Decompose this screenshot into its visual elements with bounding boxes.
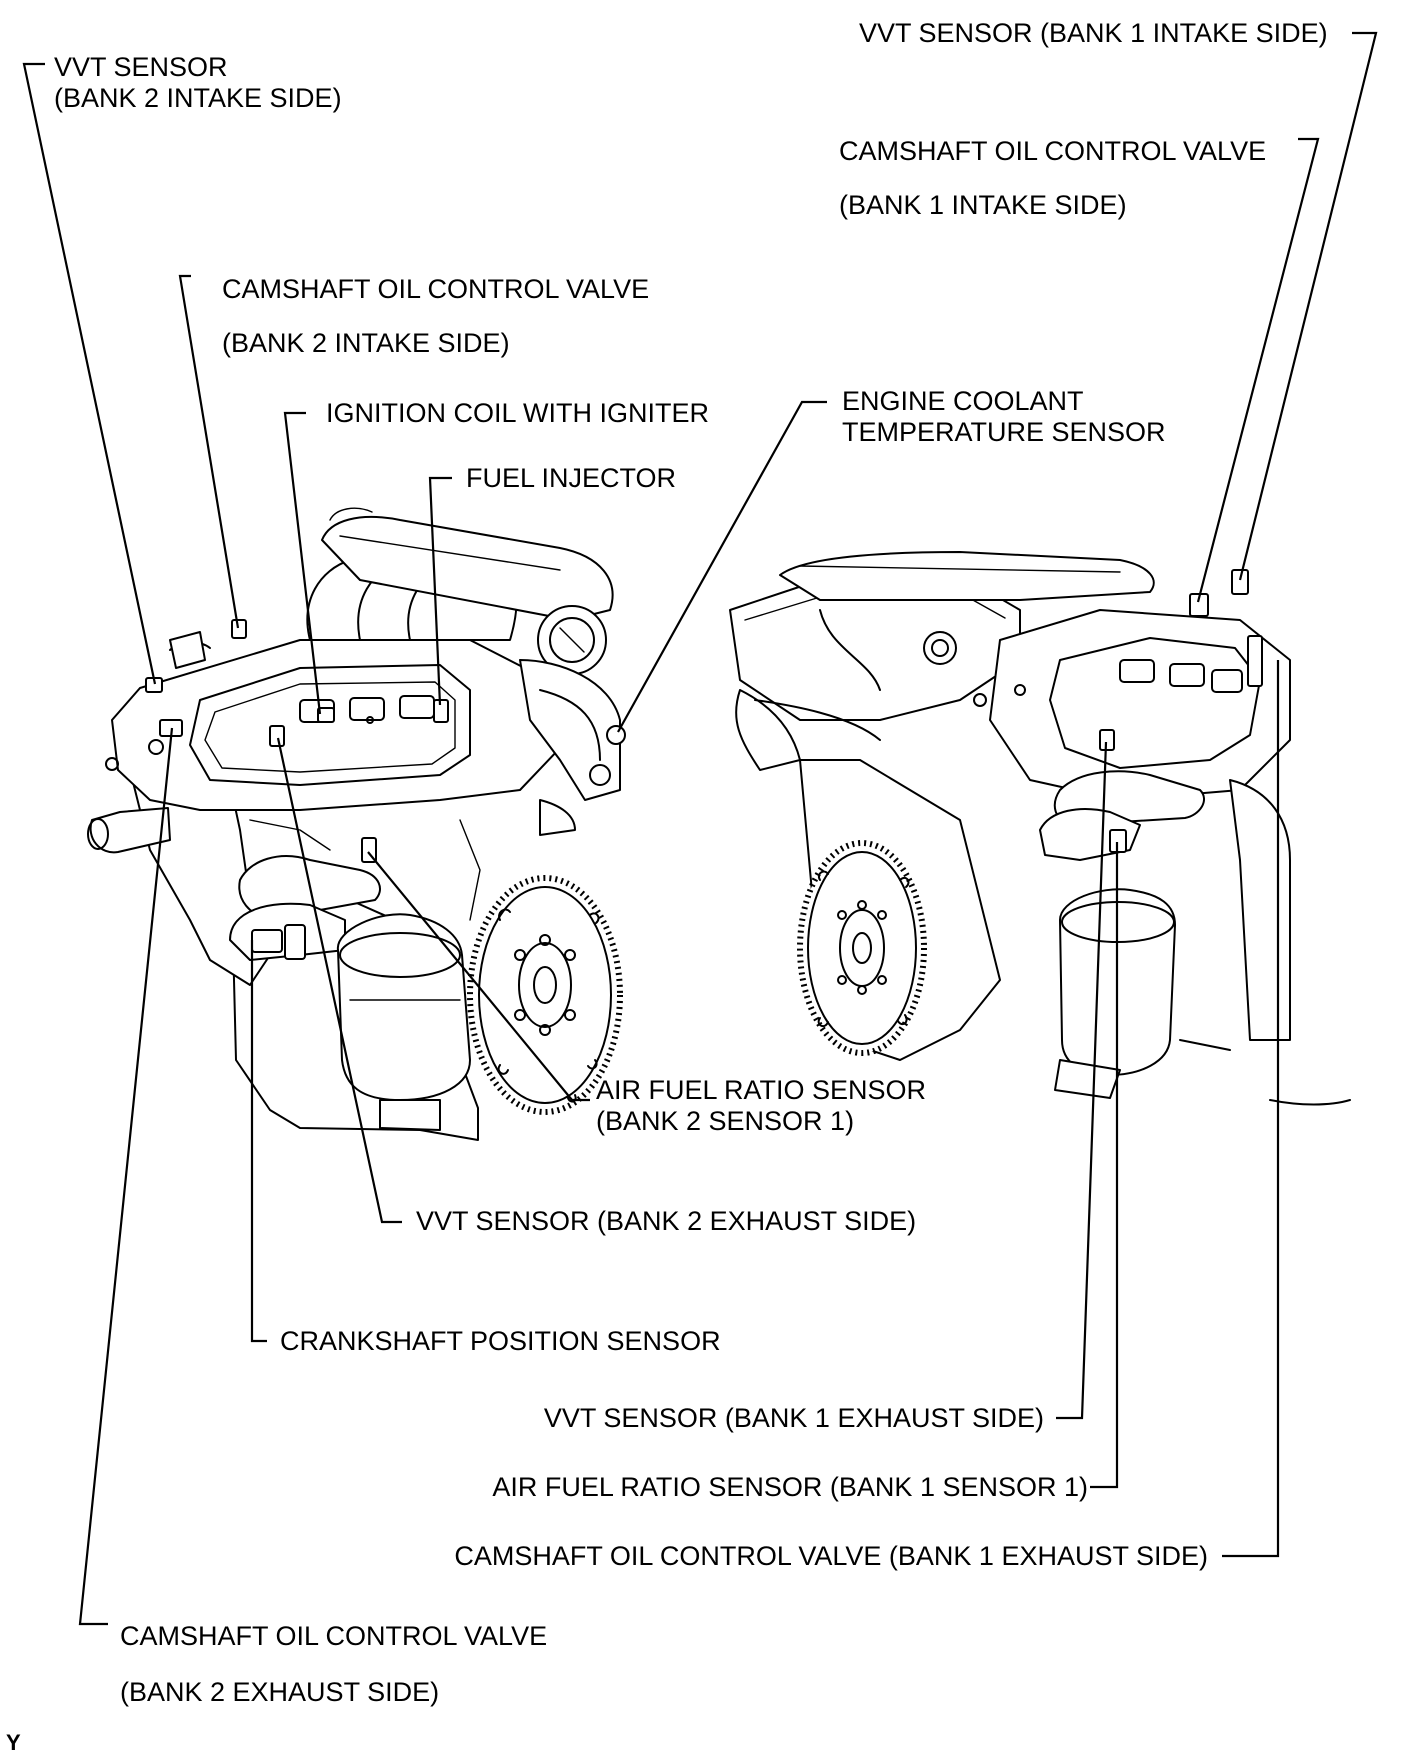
- label-engine-coolant-temperature-sensor: ENGINE COOLANT TEMPERATURE SENSOR: [842, 386, 1166, 447]
- right-flywheel: [797, 840, 927, 1056]
- label-ignition-coil-with-igniter: IGNITION COIL WITH IGNITER: [326, 398, 709, 428]
- label-vvt-sensor-bank1-exhaust: VVT SENSOR (BANK 1 EXHAUST SIDE): [543, 1403, 1044, 1433]
- left-engine-drawing: [87, 507, 626, 1141]
- label-ocv-bank1-exhaust: CAMSHAFT OIL CONTROL VALVE (BANK 1 EXHAU…: [454, 1541, 1208, 1571]
- right-engine-drawing: [729, 551, 1351, 1106]
- label-air-fuel-ratio-sensor-bank1: AIR FUEL RATIO SENSOR (BANK 1 SENSOR 1): [492, 1472, 1088, 1502]
- leader-lines: [22, 31, 1378, 1626]
- label-fuel-injector: FUEL INJECTOR: [466, 463, 677, 493]
- left-flywheel: [467, 875, 623, 1115]
- label-ocv-bank2-exhaust: CAMSHAFT OIL CONTROL VALVE (BANK 2 EXHAU…: [120, 1621, 548, 1707]
- figure-code: Y: [6, 1730, 21, 1755]
- label-vvt-sensor-bank2-exhaust: VVT SENSOR (BANK 2 EXHAUST SIDE): [416, 1206, 917, 1236]
- label-vvt-sensor-bank2-intake: VVT SENSOR (BANK 2 INTAKE SIDE): [54, 52, 342, 113]
- label-ocv-bank1-intake: CAMSHAFT OIL CONTROL VALVE (BANK 1 INTAK…: [839, 136, 1267, 220]
- label-crankshaft-position-sensor: CRANKSHAFT POSITION SENSOR: [280, 1326, 721, 1356]
- label-air-fuel-ratio-sensor-bank2: AIR FUEL RATIO SENSOR (BANK 2 SENSOR 1): [596, 1075, 927, 1136]
- label-ocv-bank2-intake: CAMSHAFT OIL CONTROL VALVE (BANK 2 INTAK…: [222, 274, 650, 358]
- label-vvt-sensor-bank1-intake: VVT SENSOR (BANK 1 INTAKE SIDE): [859, 18, 1328, 48]
